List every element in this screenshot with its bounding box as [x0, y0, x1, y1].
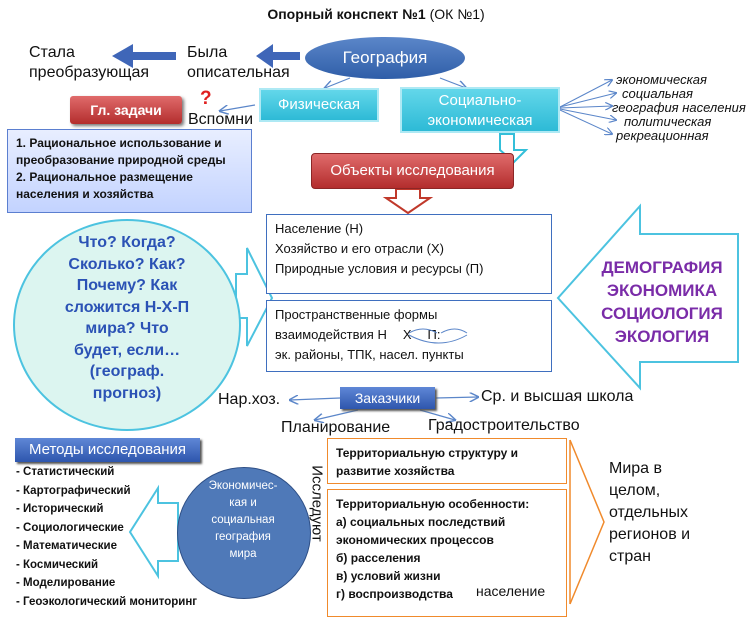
- page-title: Опорный конспект №1 (ОК №1): [267, 6, 485, 22]
- arrow-geo-to-was: [256, 44, 300, 68]
- customer-economy: Нар.хоз.: [218, 391, 281, 408]
- geography-node: География: [305, 37, 465, 79]
- main-tasks-label: Гл. задачи: [70, 96, 182, 124]
- arrow-was-to-became: [112, 44, 176, 68]
- branch-recreational: рекреационная: [616, 128, 709, 143]
- branch-social: социальная: [622, 86, 693, 101]
- branch-population: география населения: [612, 100, 746, 115]
- nhp-interaction-arcs: [408, 328, 468, 344]
- population-label: население: [476, 583, 546, 599]
- branch-economic: экономическая: [616, 72, 707, 87]
- question-mark: ?: [200, 88, 212, 109]
- questions-text: Что? Когда?Сколько? Как?Почему? Как слож…: [64, 234, 190, 402]
- methods-list: - Статистический- Картографический- Исто…: [16, 466, 198, 608]
- research-objects-node: Объекты исследования: [311, 153, 514, 189]
- methods-title: Методы исследования: [15, 438, 200, 462]
- questions-circle: [13, 219, 241, 431]
- customers-node: Заказчики: [340, 387, 435, 409]
- investigate-label: Исследуют: [308, 465, 326, 542]
- branch-political: политическая: [624, 114, 712, 129]
- arrow-objects-down: [382, 188, 434, 215]
- socio-economic-geography-node: Социально-экономическая: [400, 87, 560, 133]
- arrow-study-to-world: [569, 439, 605, 605]
- customer-planning: Планирование: [281, 419, 391, 436]
- physical-geography-node: Физическая: [259, 88, 379, 122]
- objects-list-box: Население (Н)Хозяйство и его отрасли (Х)…: [266, 214, 552, 294]
- arrow-egm-to-methods: [128, 484, 179, 580]
- customer-urban: Градостроительство: [428, 417, 580, 434]
- study-box-features: Территориальную особенности:а) социальны…: [327, 489, 567, 617]
- egm-circle: [177, 467, 311, 599]
- remember-label: Вспомни: [188, 111, 254, 128]
- customer-school: Ср. и высшая школа: [481, 388, 634, 405]
